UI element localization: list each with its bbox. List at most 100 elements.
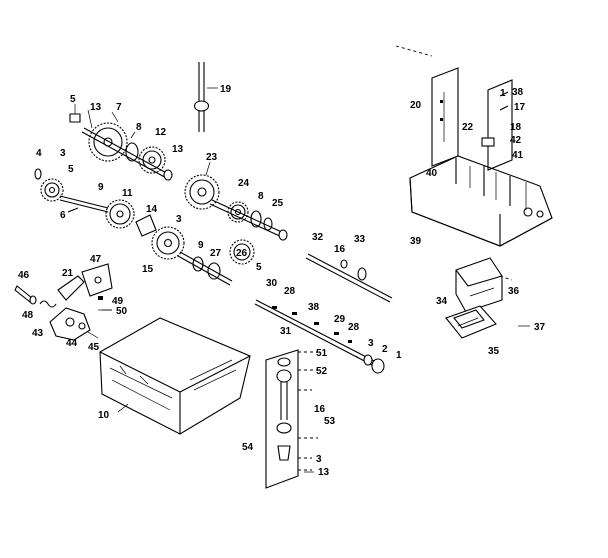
callout-label: 22 [462, 122, 474, 133]
callout-label: 3 [316, 454, 322, 465]
callout-label: 12 [155, 127, 167, 138]
lever-21 [57, 275, 85, 301]
shaft-32-33 [305, 253, 393, 303]
callout-label: 8 [258, 191, 264, 202]
gear-15 [151, 226, 185, 260]
hub-8-25 [209, 199, 288, 241]
callout-labels: 19 5 13 7 8 12 3 13 4 5 9 11 6 14 23 24 … [18, 84, 546, 478]
key-5-13 [69, 104, 93, 129]
callout-label: 21 [62, 268, 74, 279]
plate-34-35 [445, 305, 497, 339]
spring-48 [39, 300, 57, 308]
bracket-47 [81, 263, 113, 297]
callout-label: 51 [316, 348, 328, 359]
callout-label: 17 [514, 102, 526, 113]
callout-label: 49 [112, 296, 124, 307]
plate-20 [431, 67, 459, 167]
callout-label: 3 [176, 214, 182, 225]
gear-11 [105, 199, 135, 229]
callout-label: 38 [308, 302, 320, 313]
callout-label: 27 [210, 248, 222, 259]
callout-label: 11 [122, 188, 133, 199]
callout-label: 33 [354, 234, 366, 245]
callout-label: 23 [206, 152, 218, 163]
hub-8 [125, 131, 139, 162]
callout-label: 54 [242, 442, 254, 453]
callout-label: 26 [236, 248, 248, 259]
callout-label: 24 [238, 178, 250, 189]
washer-4 [34, 168, 42, 180]
callout-label: 38 [512, 87, 524, 98]
hub-9-27 [177, 251, 233, 286]
callout-label: 37 [534, 322, 546, 333]
assembly-43-44-45 [49, 307, 91, 341]
callout-label: 40 [426, 168, 438, 179]
bracket-36 [455, 257, 513, 313]
callout-label: 29 [334, 314, 346, 325]
callout-label: 14 [146, 204, 158, 215]
callout-label: 13 [90, 102, 102, 113]
callout-label: 19 [220, 84, 232, 95]
callout-label: 6 [60, 210, 66, 221]
callout-label: 25 [272, 198, 284, 209]
callout-label: 47 [90, 254, 102, 265]
callout-label: 52 [316, 366, 328, 377]
callout-label: 16 [334, 244, 346, 255]
gear-7 [88, 111, 128, 162]
callout-label: 4 [36, 148, 42, 159]
callout-label: 3 [60, 148, 66, 159]
callout-label: 39 [410, 236, 422, 247]
callout-label: 15 [142, 264, 154, 275]
gear-26 [229, 239, 255, 265]
callout-label: 43 [32, 328, 44, 339]
vertical-shaft-19 [193, 62, 218, 132]
callout-label: 18 [510, 122, 522, 133]
callout-label: 42 [510, 135, 522, 146]
plate-22-17 [481, 79, 513, 171]
callout-label: 9 [198, 240, 204, 251]
end-parts-1-2-3 [355, 354, 385, 374]
pin-46 [14, 285, 37, 305]
callout-label: 32 [312, 232, 324, 243]
callout-label: 7 [116, 102, 122, 113]
callout-label: 3 [368, 338, 374, 349]
housing-10 [99, 317, 251, 435]
callout-label: 1 [396, 350, 402, 361]
callout-label: 13 [318, 467, 330, 478]
callout-label: 46 [18, 270, 30, 281]
callout-label: 20 [410, 100, 422, 111]
callout-label: 9 [98, 182, 104, 193]
callout-label: 34 [436, 296, 448, 307]
callout-label: 13 [172, 144, 184, 155]
shaft-31 [254, 299, 377, 367]
callout-label: 10 [98, 410, 110, 421]
callout-label: 36 [508, 286, 520, 297]
callout-label: 35 [488, 346, 500, 357]
callout-label: 45 [88, 342, 100, 353]
callout-label: 28 [348, 322, 360, 333]
callout-label: 2 [382, 344, 388, 355]
callout-label: 53 [324, 416, 336, 427]
screw-49-50 [98, 296, 112, 311]
spacer-14 [135, 214, 157, 237]
shaft-middle [59, 195, 109, 213]
callout-label: 50 [116, 306, 128, 317]
gear-12 [138, 146, 166, 174]
callout-label: 5 [70, 94, 76, 105]
gear-9 [40, 178, 64, 202]
leader-lines [87, 309, 530, 473]
gear-23 [184, 161, 220, 210]
callout-label: 30 [266, 278, 278, 289]
callout-label: 41 [512, 150, 524, 161]
shaft-upper [81, 127, 173, 181]
callout-label: 5 [68, 164, 74, 175]
callout-label: 8 [136, 122, 142, 133]
callout-label: 44 [66, 338, 78, 349]
callout-label: 5 [256, 262, 262, 273]
vertical-assembly-54 [265, 349, 318, 489]
callout-label: 48 [22, 310, 34, 321]
callout-label: 1 [500, 88, 506, 99]
housing-39 [395, 45, 553, 247]
